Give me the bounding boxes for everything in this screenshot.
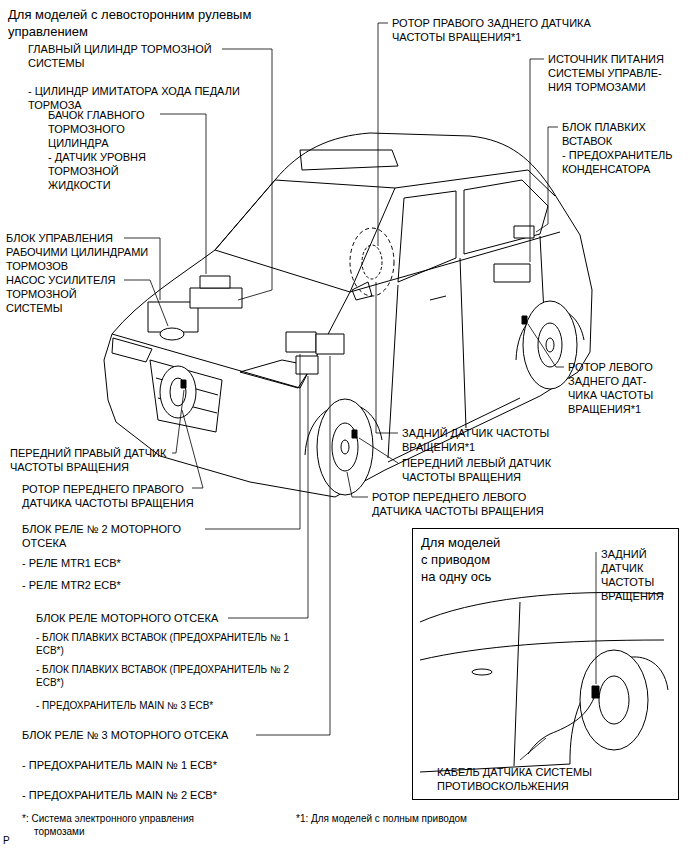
door-line: [388, 236, 546, 458]
sunroof: [300, 150, 398, 170]
brake-rotor: [599, 676, 629, 724]
part-label: ПЕРЕДНИЙ ЛЕВЫЙ ДАТЧИК ЧАСТОТЫ ВРАЩЕНИЯ: [402, 456, 562, 484]
leader-line: [172, 390, 184, 453]
belt-line: [350, 232, 560, 292]
part-label: - РЕЛЕ MTR1 ECB*: [22, 556, 121, 570]
part-label: - БЛОК ПЛАВКИХ ВСТАВОК (ПРЕДОХРАНИТЕЛЬ №…: [36, 631, 298, 657]
part-label: - ЦИЛИНДР ИМИТАТОРА ХОДА ПЕДАЛИ ТОРМОЗА: [28, 84, 260, 112]
speed-sensor: [592, 686, 599, 698]
side-window: [464, 180, 548, 254]
wheel-hub: [341, 440, 349, 454]
speed-sensor: [352, 430, 357, 438]
part-label: КАБЕЛЬ ДАТЧИКА СИСТЕМЫ ПРОТИВОСКОЛЬЖЕНИЯ: [437, 765, 607, 793]
brake-rotor: [332, 423, 358, 471]
roof-line: [395, 170, 555, 196]
leader-line: [536, 127, 558, 232]
part-label: НАСОС УСИЛИТЕЛЯ ТОРМОЗНОЙ СИСТЕМЫ: [6, 273, 122, 315]
leader-line: [160, 114, 206, 274]
grille: [150, 360, 222, 432]
part-label: БЛОК РЕЛЕ № 2 МОТОРНОГО ОТСЕКА: [22, 522, 212, 550]
diagram-title: Для моделей с левосторонним рулевым упра…: [8, 6, 270, 40]
brake-rotor: [362, 245, 382, 279]
wheel: [350, 228, 394, 296]
mirror: [352, 282, 372, 300]
part-label: - ПРЕДОХРАНИТЕЛЬ MAIN № 2 ECB*: [22, 788, 217, 802]
wheel: [580, 650, 648, 750]
speed-sensor: [522, 316, 527, 324]
leader-line: [528, 324, 564, 367]
footnote: *1: Для моделей с полным приводом: [296, 812, 467, 825]
speed-sensor: [181, 380, 186, 388]
footnote: P: [3, 834, 10, 847]
leader-line: [378, 23, 388, 246]
part-label: - ДАТЧИК УРОВНЯ ТОРМОЗНОЙ ЖИДКОСТИ: [48, 150, 173, 192]
part-label: РОТОР ПЕРЕДНЕГО ЛЕВОГО ДАТЧИКА ЧАСТОТЫ В…: [372, 490, 552, 518]
leader-line: [228, 376, 308, 618]
part-label: - БЛОК ПЛАВКИХ ВСТАВОК (ПРЕДОХРАНИТЕЛЬ №…: [36, 663, 298, 689]
car-body: [104, 133, 592, 497]
reservoir: [200, 276, 230, 288]
leader-line: [359, 438, 398, 463]
part-label: ГЛАВНЫЙ ЦИЛИНДР ТОРМОЗНОЙ СИСТЕМЫ: [28, 42, 233, 70]
part-label: БЛОК УПРАВЛЕНИЯ РАБОЧИМИ ЦИЛИНДРАМИ ТОРМ…: [6, 231, 156, 273]
inset-heading: Для моделей с приводом на одну ось: [421, 534, 501, 585]
part-label: БЛОК РЕЛЕ № 3 МОТОРНОГО ОТСЕКА: [22, 728, 228, 742]
part-label: ЗАДНИЙ ДАТЧИК ЧАСТОТЫ ВРАЩЕНИЯ: [601, 547, 673, 603]
part-label: - ПРЕДОХРАНИТЕЛЬ MAIN № 1 ECB*: [22, 758, 217, 772]
leader-line: [182, 410, 203, 488]
footnote: *: Система электронного управления тормо…: [22, 812, 246, 838]
sensor-cable: [528, 698, 594, 754]
part-label: ПЕРЕДНИЙ ПРАВЫЙ ДАТЧИК ЧАСТОТЫ ВРАЩЕНИЯ: [10, 446, 175, 474]
power-supply: [494, 264, 530, 282]
part-label: РОТОР ПРАВОГО ЗАДНЕГО ДАТЧИКА ЧАСТОТЫ ВР…: [392, 16, 607, 44]
headlight: [112, 338, 152, 362]
part-label: РОТОР ПЕРЕДНЕГО ПРАВОГО ДАТЧИКА ЧАСТОТЫ …: [22, 482, 202, 510]
leader-line: [256, 356, 330, 735]
part-label: ЗАДНИЙ ДАТЧИК ЧАСТОТЫ ВРАЩЕНИЯ*1: [402, 426, 562, 454]
part-label: БЛОК ПЛАВКИХ ВСТАВОК: [562, 120, 662, 148]
part-label: БАЧОК ГЛАВНОГО ТОРМОЗНОГО ЦИЛИНДРА: [48, 108, 173, 150]
side-window: [398, 191, 456, 282]
leader-line: [347, 472, 368, 497]
inset-frame: Для моделей с приводом на одну ось ЗАДНИЙ…: [412, 528, 679, 800]
wheel: [317, 399, 373, 495]
relay-block: [316, 334, 344, 354]
wheel: [160, 366, 196, 418]
leader-line: [205, 354, 300, 529]
relay-block: [286, 332, 316, 352]
fuse-block: [514, 226, 534, 238]
part-label: - РЕЛЕ MTR2 ECB*: [22, 578, 121, 592]
door-handle: [472, 669, 492, 675]
leader-line: [124, 280, 168, 326]
windshield: [215, 180, 395, 292]
brake-pump: [160, 328, 184, 340]
leader-line: [376, 282, 398, 433]
wheel-hub: [546, 338, 554, 352]
relay-block: [296, 356, 318, 374]
part-label: - ПРЕДОХРАНИТЕЛЬ MAIN № 3 ECB*: [36, 699, 213, 712]
part-label: - ПРЕДОХРАНИТЕЛЬ КОНДЕНСАТОРА: [562, 148, 682, 176]
leader-line: [596, 552, 597, 684]
part-label: ИСТОЧНИК ПИТАНИЯ СИСТЕМЫ УПРАВЛЕ- НИЯ ТО…: [548, 52, 676, 94]
part-label: РОТОР ЛЕВОГО ЗАДНЕГО ДАТ- ЧИКА ЧАСТОТЫ В…: [568, 360, 668, 416]
master-cylinder: [190, 288, 242, 308]
leader-line: [520, 738, 546, 760]
part-label: БЛОК РЕЛЕ МОТОРНОГО ОТСЕКА: [36, 611, 218, 625]
door-line: [514, 602, 520, 766]
